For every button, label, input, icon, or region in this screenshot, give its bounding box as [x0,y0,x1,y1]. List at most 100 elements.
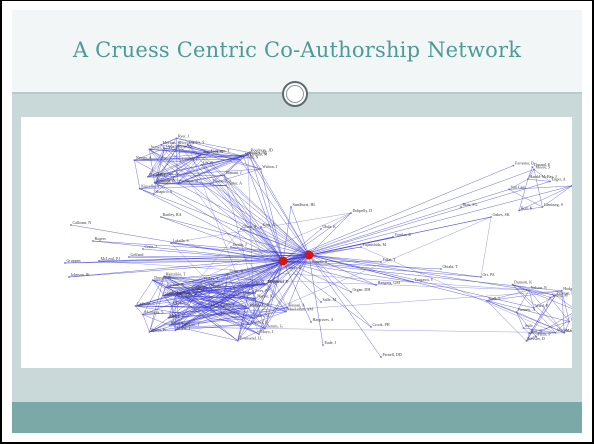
network-edge [561,290,570,322]
network-edge [512,284,572,309]
node-label: Kent, A [263,222,276,228]
network-edge [210,152,250,184]
network-edge [523,327,530,334]
node-label: Macdonald, E [566,328,572,334]
node-label: Gruppen [67,258,81,263]
network-node [290,206,292,208]
network-edge [249,152,310,256]
node-label: Snell, L [488,296,501,302]
network-edge [180,161,284,262]
network-edge [308,254,382,263]
node-label: Ginsburg, S [544,202,563,208]
network-edge [180,254,310,328]
network-edge [201,154,248,166]
network-edge [249,260,284,325]
network-node [490,216,492,218]
network-node [554,294,557,297]
node-label: Dumont, K [514,280,532,286]
network-node [152,193,155,195]
node-label: Hallack, J [149,172,165,178]
node-label: Verdier, C [557,328,572,334]
network-edge [223,175,288,308]
node-label: Levitan, M [557,290,572,296]
node-label: Fakai, T [383,257,397,263]
network-edge [527,167,533,180]
network-edge [264,254,310,329]
network-node [533,168,535,171]
network-edge [187,144,310,256]
network-edge [162,280,203,296]
network-edge [134,159,310,256]
node-label: Bennett, A [518,307,535,313]
network-node [258,333,260,335]
network-edge [486,300,527,342]
node-label: Ohtaki, T [443,264,459,270]
network-edge [170,242,284,262]
network-edge [282,260,372,328]
network-node [412,281,414,283]
network-edge [176,138,244,157]
node-label: Mooney, J [211,283,228,289]
network-edge [135,305,210,308]
network-node [531,166,534,169]
network-node [370,326,372,328]
network-edge [282,260,414,283]
network-edge [529,321,570,334]
node-label: Zimmerm, A [157,171,178,177]
network-node [225,184,227,187]
node-label: Ryer, J [178,133,189,139]
node-label: Durand, E [534,162,551,168]
network-node [265,282,268,285]
network-edge [508,189,543,208]
network-edge [360,246,556,333]
network-edge [282,260,352,293]
network-edge [230,246,284,262]
circle-ornament-icon [282,81,308,107]
network-edge [260,226,284,262]
network-edge [533,169,543,208]
slide-frame: A Cruess Centric Co-Authorship Network W… [12,10,582,433]
node-label: Gotham, D [157,179,175,185]
network-node [532,307,535,309]
network-edge [152,279,251,285]
network-edge [527,169,535,180]
network-node [527,178,529,180]
network-node [142,248,144,250]
network-edge [480,216,492,278]
network-edge [153,148,165,195]
node-label: Doroch, R [154,275,171,281]
network-edge [282,260,312,323]
node-label: Harald-McBay, J [529,174,557,180]
network-edge [149,149,210,154]
network-edge [175,315,220,331]
network-edge [529,289,556,296]
network-node [375,284,377,286]
hub-node [278,256,288,266]
network-node [162,294,164,297]
network-edge [282,260,382,263]
network-node [142,313,144,316]
network-node [208,286,211,289]
network-edge [508,178,529,190]
node-label: Kinsella, A [141,184,159,190]
network-edge [176,138,250,153]
network-edge [308,254,414,283]
network-edge [180,326,265,329]
network-edge [184,296,249,309]
network-node [549,180,551,183]
network-node [163,147,166,150]
node-label: Sheehan, E [165,291,184,297]
network-edge [164,148,210,154]
network-edge [165,286,191,291]
network-edge [162,212,352,296]
network-edge [527,178,551,182]
network-edge [134,159,240,161]
network-node [360,246,362,248]
network-edge [237,306,247,341]
network-node [392,236,394,238]
network-edge [282,246,362,262]
node-label: Mayo, J [260,329,273,335]
network-edge [175,295,181,328]
network-node [98,260,100,262]
network-edge [308,216,492,256]
